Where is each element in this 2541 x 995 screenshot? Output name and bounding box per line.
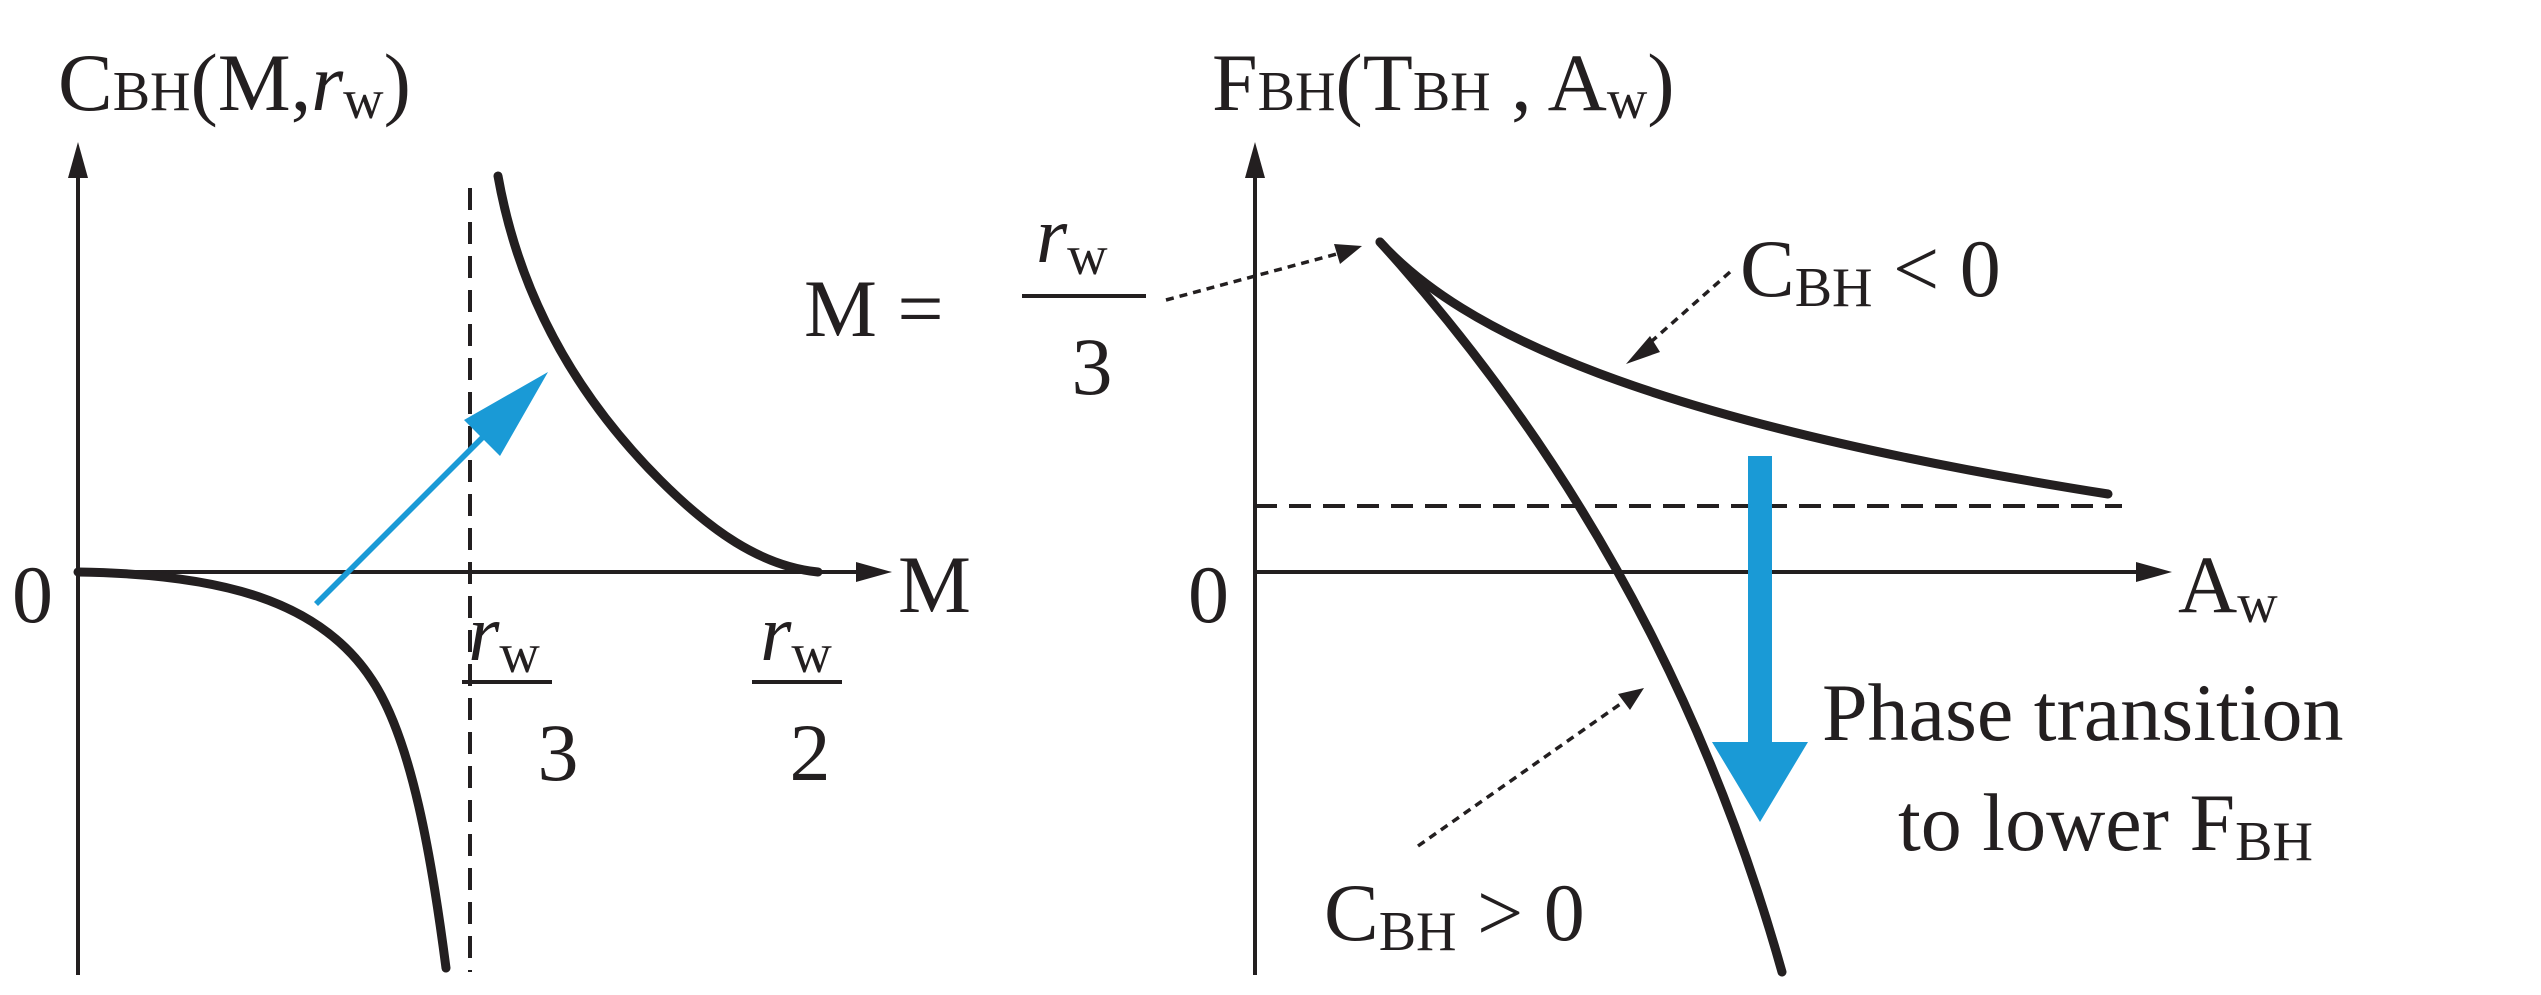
- blue-transition-arrow: [314, 372, 548, 606]
- phase-transition-line2: to lower FBH: [1898, 777, 2313, 873]
- left-title: CBH(M,rw): [58, 37, 411, 131]
- tick-half-numerator: rw: [760, 590, 832, 685]
- right-positive-branch: [493, 171, 823, 577]
- phase-transition-line1: Phase transition: [1822, 667, 2344, 758]
- tick-third-denominator: 3: [538, 707, 579, 798]
- negative-label-pointer: [1642, 270, 1732, 350]
- right-panel: FBH(TBH , Aw) 0 Aw M = rw 3 CBH < 0 CBH …: [804, 37, 2344, 977]
- positive-heat-capacity-label: CBH > 0: [1324, 867, 1585, 963]
- mass-annotation-numerator: rw: [1036, 192, 1108, 287]
- right-x-axis-arrowhead: [2136, 562, 2172, 582]
- negative-label-pointer-head: [1626, 336, 1660, 364]
- tick-label-rw-over-3: rw 3: [462, 590, 579, 798]
- lower-branch-positive-heat-capacity: [1375, 237, 1787, 977]
- positive-label-pointer: [1416, 698, 1628, 848]
- negative-heat-capacity-label: CBH < 0: [1740, 223, 2001, 319]
- upper-branch-negative-heat-capacity: [1375, 237, 2113, 499]
- right-title: FBH(TBH , Aw): [1212, 37, 1675, 131]
- mass-annotation-pointer: [1165, 250, 1345, 302]
- tick-third-numerator: rw: [468, 590, 540, 685]
- tick-half-denominator: 2: [790, 707, 831, 798]
- left-negative-branch: [73, 567, 451, 973]
- right-x-axis-label: Aw: [2178, 539, 2278, 635]
- mass-annotation-pointer-head: [1334, 244, 1362, 264]
- left-panel: CBH(M,rw) 0 M rw 3 rw 2: [12, 37, 971, 975]
- right-y-axis-arrowhead: [1245, 142, 1265, 178]
- left-origin-label: 0: [12, 549, 53, 640]
- mass-annotation-denominator: 3: [1072, 321, 1113, 412]
- tick-label-rw-over-2: rw 2: [752, 590, 842, 798]
- mass-annotation-lhs: M =: [804, 263, 944, 354]
- positive-label-pointer-head: [1618, 688, 1644, 710]
- blue-downward-arrow: [1712, 456, 1808, 822]
- left-x-axis-arrowhead: [856, 562, 892, 582]
- left-y-axis-arrowhead: [68, 142, 88, 178]
- left-x-axis-label: M: [898, 539, 971, 630]
- right-origin-label: 0: [1188, 549, 1229, 640]
- mass-annotation: M = rw 3: [804, 192, 1146, 412]
